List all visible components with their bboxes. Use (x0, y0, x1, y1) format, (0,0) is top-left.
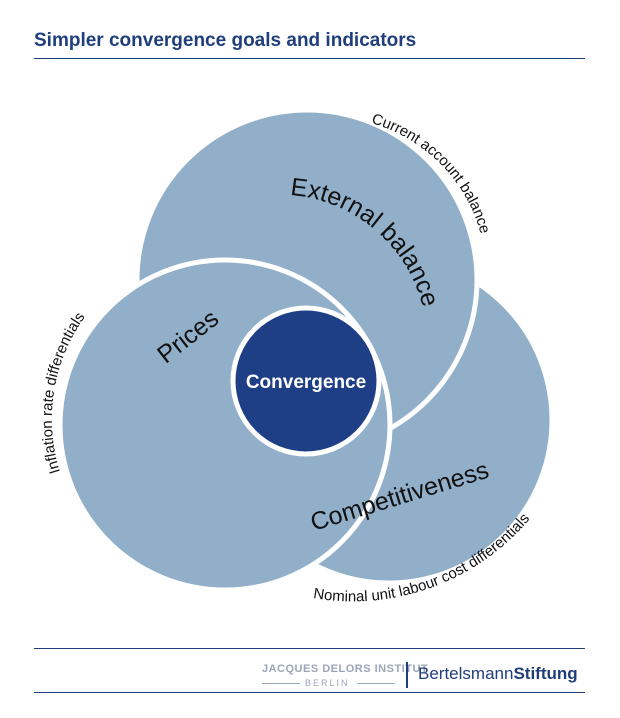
institute-logo-line-right (357, 683, 395, 684)
footer-rule-top (34, 648, 585, 649)
institute-logo-line-left (262, 683, 300, 684)
convergence-label: Convergence (246, 372, 366, 393)
institute-logo-city: BERLIN (305, 678, 350, 688)
page-title: Simpler convergence goals and indicators (34, 30, 417, 51)
footer-rule-bottom (34, 692, 585, 693)
convergence-center (230, 305, 382, 457)
foundation-logo-part1: Bertelsmann (418, 664, 514, 683)
foundation-logo: BertelsmannStiftung (418, 664, 578, 684)
logo-divider (406, 662, 408, 688)
title-rule (34, 58, 585, 59)
institute-logo-name: JACQUES DELORS INSTITUT (262, 663, 429, 675)
foundation-logo-part2: Stiftung (513, 664, 578, 683)
